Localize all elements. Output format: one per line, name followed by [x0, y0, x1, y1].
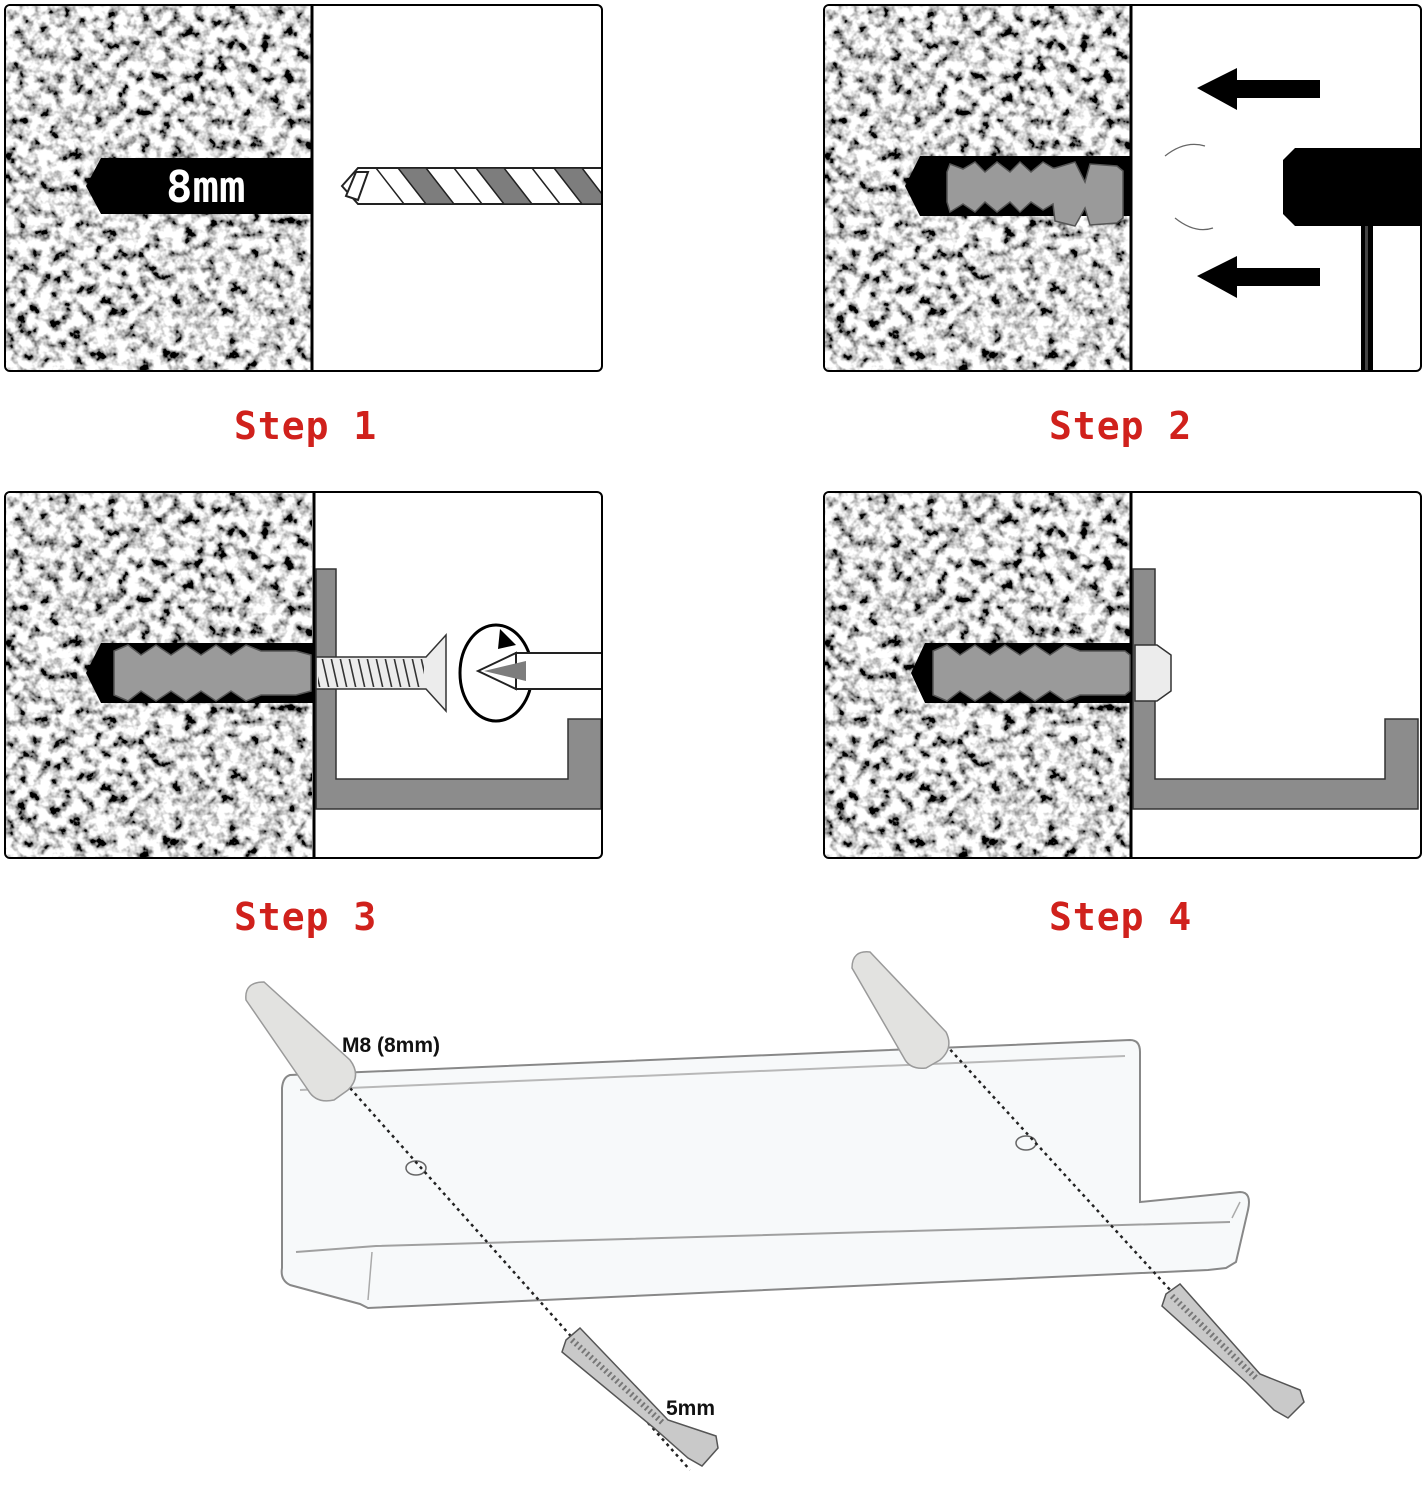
push-arrow-icon [1197, 68, 1320, 110]
screwdriver-icon [475, 651, 601, 691]
step-3-label: Step 3 [234, 895, 378, 939]
step-1-label: Step 1 [234, 404, 378, 448]
step-4-label: Step 4 [1049, 895, 1193, 939]
screw-icon [561, 1326, 719, 1467]
l-bracket-icon [1132, 568, 1419, 810]
screw-icon [1161, 1282, 1305, 1419]
wall-anchor-icon [245, 981, 357, 1102]
step-2-label: Step 2 [1049, 404, 1193, 448]
screw-icon [1134, 644, 1172, 702]
push-arrow-icon [1197, 256, 1320, 298]
shelf-exploded-view [245, 951, 1305, 1471]
hammer-icon [1283, 148, 1420, 370]
wall-anchor-icon [946, 143, 1214, 231]
wall-anchor-icon [932, 644, 1131, 702]
l-bracket-icon [315, 568, 601, 810]
wall-anchor-icon [113, 644, 312, 702]
screw-icon [315, 633, 447, 713]
step-1-panel: 8mm [4, 4, 603, 372]
screw-size-callout: 5mm [666, 1397, 716, 1420]
anchor-size-callout: M8 (8mm) [342, 1034, 441, 1057]
acrylic-shelf-icon [280, 1038, 1250, 1310]
wall-anchor-icon [851, 951, 950, 1070]
step-3-panel [4, 491, 603, 859]
step-2-panel [823, 4, 1422, 372]
drill-bit-icon [340, 167, 601, 205]
hole-size-label: 8mm [166, 162, 245, 213]
step-4-panel [823, 491, 1422, 859]
drilled-hole [86, 158, 312, 214]
